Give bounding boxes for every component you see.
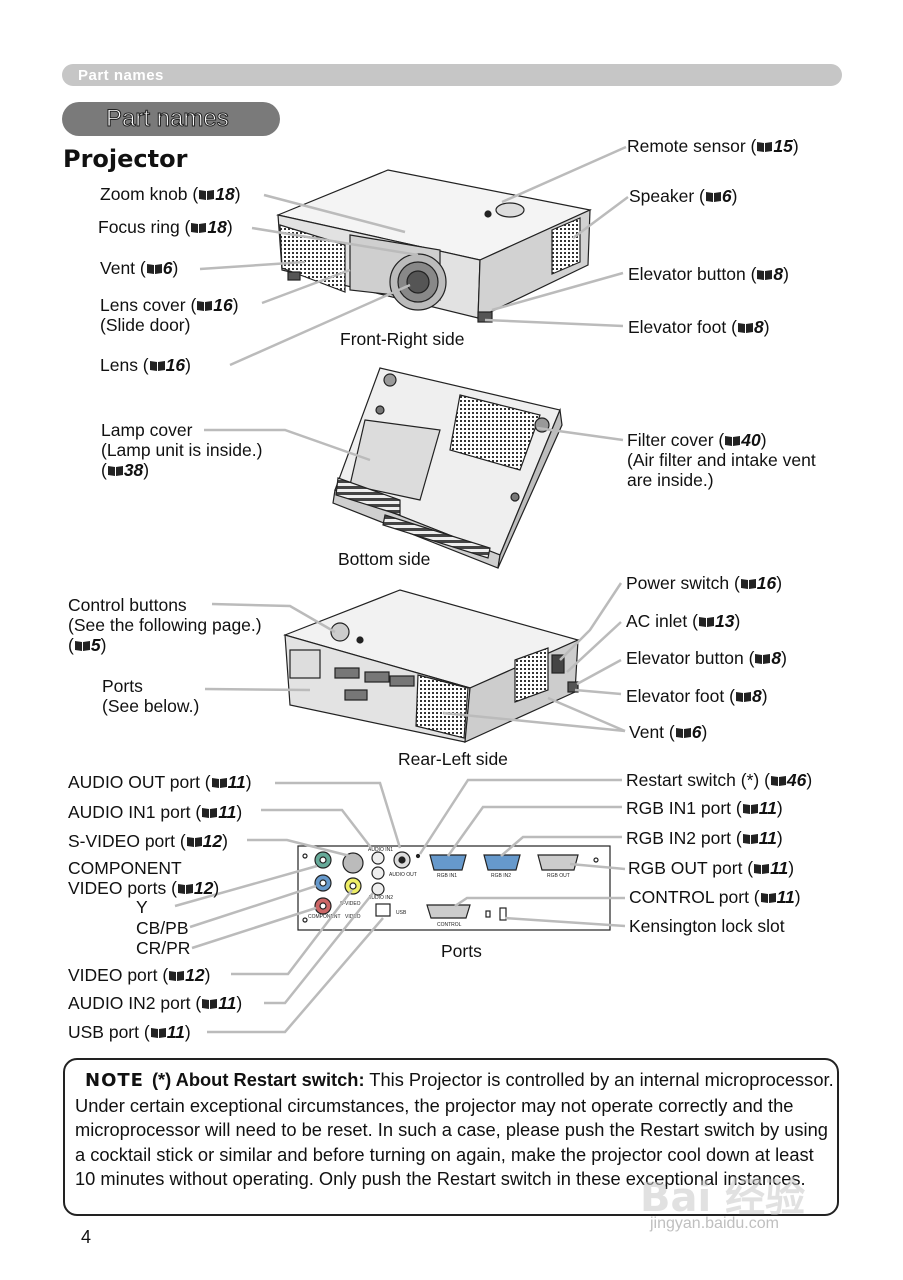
label-audio-out-port: AUDIO OUT port (11) <box>68 772 252 792</box>
watermark-logo: Bai 经验 <box>640 1175 806 1221</box>
book-icon <box>757 270 773 280</box>
label-audio-in2-port: AUDIO IN2 port (11) <box>68 993 243 1013</box>
book-icon <box>735 692 751 702</box>
caption-rear-left: Rear-Left side <box>398 749 508 769</box>
label-usb-port: USB port (11) <box>68 1022 191 1042</box>
book-icon <box>202 999 218 1009</box>
watermark-url: jingyan.baidu.com <box>650 1215 779 1232</box>
book-icon <box>186 837 202 847</box>
label-vent-rear: Vent (6) <box>629 722 708 742</box>
note-box: NOTE (*) About Restart switch: This Proje… <box>63 1058 839 1216</box>
panel-label-component: COMPONENT <box>308 914 341 920</box>
book-icon <box>202 808 218 818</box>
label-elevator-foot-front: Elevator foot (8) <box>628 317 770 337</box>
header-bar: Part names <box>62 64 842 86</box>
label-video-port: VIDEO port (12) <box>68 965 211 985</box>
book-icon <box>74 641 90 651</box>
book-icon <box>742 834 758 844</box>
book-icon <box>740 579 756 589</box>
panel-label-control: CONTROL <box>437 922 462 928</box>
header-bar-title: Part names <box>78 67 164 84</box>
section-pill: Part names <box>62 102 280 136</box>
note-body: This Projector is controlled by an inter… <box>75 1069 834 1189</box>
book-icon <box>149 361 165 371</box>
book-icon <box>742 804 758 814</box>
label-control-buttons: Control buttons(See the following page.)… <box>68 595 262 655</box>
leader-lines <box>174 145 629 1034</box>
book-icon <box>754 864 770 874</box>
label-zoom-knob: Zoom knob (18) <box>100 184 241 204</box>
panel-label-s-video: S-VIDEO <box>340 901 361 907</box>
note-heading: (*) About Restart switch: <box>151 1069 365 1090</box>
label-lamp-cover: Lamp cover(Lamp unit is inside.)(38) <box>101 420 263 480</box>
label-elevator-button-rear: Elevator button (8) <box>626 648 787 668</box>
label-vent-front: Vent (6) <box>100 258 179 278</box>
label-control-port: CONTROL port (11) <box>629 887 801 907</box>
label-component-y: Y <box>136 897 148 917</box>
book-icon <box>177 884 193 894</box>
book-icon <box>698 617 714 627</box>
rear-left-view <box>283 589 580 743</box>
ports-panel <box>297 845 611 931</box>
front-right-view <box>276 169 592 323</box>
book-icon <box>169 971 185 981</box>
panel-label-audio-out: AUDIO OUT <box>389 872 417 878</box>
note-tag: NOTE <box>85 1070 144 1091</box>
book-icon <box>191 223 207 233</box>
label-filter-cover: Filter cover (40)(Air filter and intake … <box>627 430 816 490</box>
book-icon <box>199 190 215 200</box>
label-elevator-foot-rear: Elevator foot (8) <box>626 686 768 706</box>
label-power-switch: Power switch (16) <box>626 573 783 593</box>
label-component-cr: CR/PR <box>136 938 191 958</box>
label-elevator-button-front: Elevator button (8) <box>628 264 789 284</box>
book-icon <box>146 264 162 274</box>
label-rgb-in2-port: RGB IN2 port (11) <box>626 828 783 848</box>
label-s-video-port: S-VIDEO port (12) <box>68 831 228 851</box>
label-lens-cover: Lens cover (16)(Slide door) <box>100 295 239 335</box>
panel-label-audio-in1: AUDIO IN1 <box>368 847 393 853</box>
page-number: 4 <box>81 1227 92 1247</box>
book-icon <box>760 893 776 903</box>
panel-label-rgb-in1: RGB IN1 <box>437 873 457 879</box>
book-icon <box>197 301 213 311</box>
label-remote-sensor: Remote sensor (15) <box>627 136 799 156</box>
label-audio-in1-port: AUDIO IN1 port (11) <box>68 802 243 822</box>
book-icon <box>211 778 227 788</box>
book-icon <box>757 142 773 152</box>
panel-label-usb: USB <box>396 910 407 916</box>
caption-ports: Ports <box>441 941 482 961</box>
caption-bottom: Bottom side <box>338 549 431 569</box>
book-icon <box>725 436 741 446</box>
panel-label-rgb-out: RGB OUT <box>547 873 570 879</box>
book-icon <box>737 323 753 333</box>
panel-label-audio-in2: AUDIO IN2 <box>368 895 393 901</box>
label-restart-switch: Restart switch (*) (46) <box>626 770 813 790</box>
book-icon <box>107 466 123 476</box>
label-lens: Lens (16) <box>100 355 191 375</box>
label-ac-inlet: AC inlet (13) <box>626 611 741 631</box>
book-icon <box>675 728 691 738</box>
book-icon <box>705 192 721 202</box>
label-focus-ring: Focus ring (18) <box>98 217 233 237</box>
page-heading: Projector <box>63 145 188 173</box>
label-ports-rear: Ports(See below.) <box>102 676 200 716</box>
section-pill-title: Part names <box>106 105 230 133</box>
bottom-view <box>332 367 563 569</box>
label-rgb-out-port: RGB OUT port (11) <box>628 858 795 878</box>
panel-label-rgb-in2: RGB IN2 <box>491 873 511 879</box>
label-kensington-lock-slot: Kensington lock slot <box>629 916 785 936</box>
note-text: NOTE (*) About Restart switch: This Proje… <box>75 1068 835 1192</box>
book-icon <box>150 1028 166 1038</box>
book-icon <box>770 776 786 786</box>
label-component-cb: CB/PB <box>136 918 189 938</box>
label-speaker: Speaker (6) <box>629 186 738 206</box>
caption-front-right: Front-Right side <box>340 329 465 349</box>
label-rgb-in1-port: RGB IN1 port (11) <box>626 798 783 818</box>
book-icon <box>755 654 771 664</box>
